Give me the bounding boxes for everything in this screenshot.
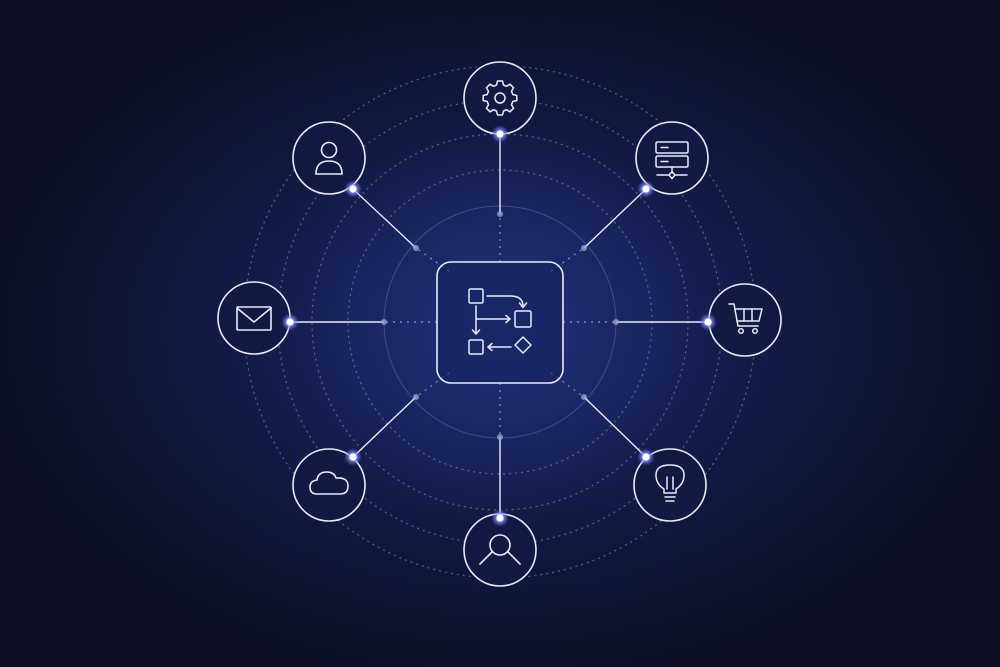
junction-dot: [581, 245, 587, 251]
shopping-cart-icon: [728, 303, 763, 335]
connector-dot: [344, 180, 362, 198]
connector-dot: [344, 448, 362, 466]
node-circle: [635, 121, 709, 195]
junction-dots: [381, 211, 619, 440]
spokes: [290, 134, 708, 518]
junction-dot: [613, 319, 619, 325]
junction-dot: [497, 434, 503, 440]
node-circle: [708, 283, 782, 357]
spoke-servers: [583, 188, 647, 249]
server-stack-icon: [655, 141, 689, 180]
user-search-icon: [479, 534, 521, 565]
junction-dot: [381, 319, 387, 325]
junction-dot: [413, 245, 419, 251]
hub-workflow[interactable]: [436, 261, 564, 384]
node-circle: [217, 281, 291, 355]
workflow-flowchart-icon: [468, 288, 532, 355]
node-shopping[interactable]: [708, 283, 782, 357]
cloud-icon: [309, 471, 349, 495]
junction-dot: [497, 211, 503, 217]
hub-box: [436, 261, 564, 384]
envelope-icon: [236, 306, 272, 331]
node-circle: [633, 448, 707, 522]
node-circle: [463, 61, 537, 135]
connector-glows: [281, 125, 717, 527]
connector-dot: [637, 180, 655, 198]
connector-dot: [491, 509, 509, 527]
connector-dot: [491, 125, 509, 143]
connector-dot: [281, 313, 299, 331]
node-servers[interactable]: [635, 121, 709, 195]
node-circle: [292, 448, 366, 522]
lightbulb-icon: [655, 464, 685, 502]
junction-dot: [413, 394, 419, 400]
spoke-cloud: [352, 396, 417, 458]
node-ideas[interactable]: [633, 448, 707, 522]
node-settings[interactable]: [463, 61, 537, 135]
user-profile-icon: [315, 141, 343, 175]
gear-icon: [482, 80, 518, 116]
spoke-ideas: [583, 396, 647, 458]
node-cloud[interactable]: [292, 448, 366, 522]
connector-dot: [637, 448, 655, 466]
node-user[interactable]: [292, 121, 366, 195]
junction-dot: [581, 394, 587, 400]
spoke-user: [352, 188, 417, 249]
node-mail[interactable]: [217, 281, 291, 355]
connector-dot: [699, 313, 717, 331]
